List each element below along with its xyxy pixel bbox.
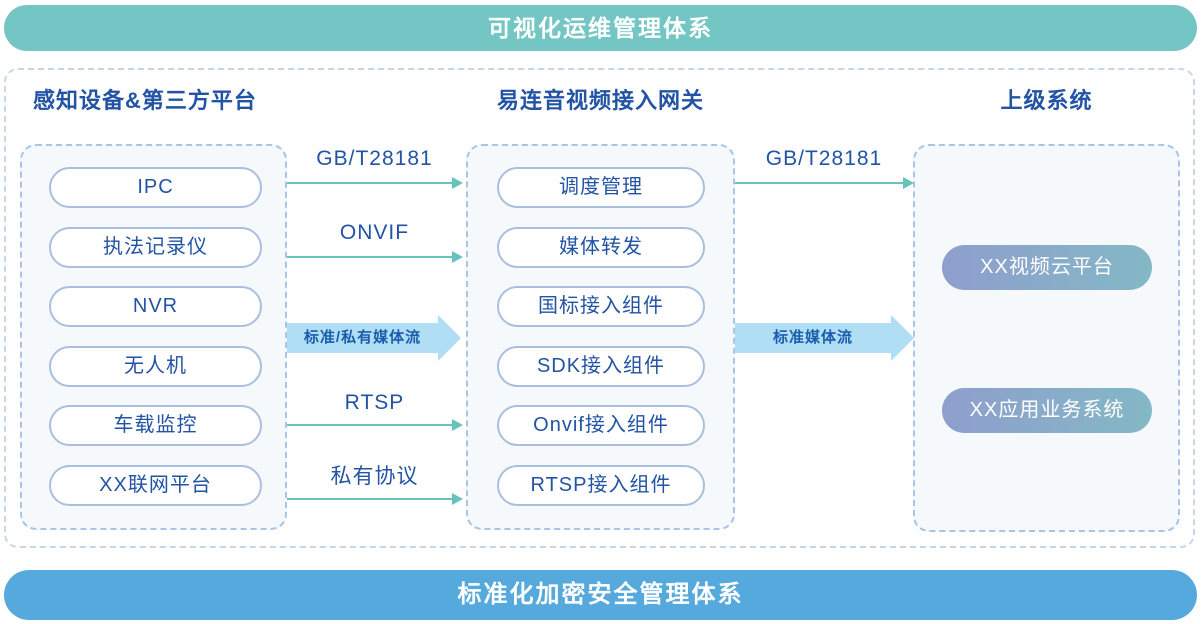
private-protocol-label: 私有协议 xyxy=(330,465,419,488)
gbt28181-right-arrow xyxy=(735,182,903,184)
node-dispatch-management: 调度管理 xyxy=(497,167,705,208)
devices-column-title: 感知设备&第三方平台 xyxy=(33,88,257,113)
onvif-arrowhead-icon xyxy=(452,251,463,263)
rtsp-arrowhead-icon xyxy=(452,419,463,431)
media-stream-arrow-left: 标准/私有媒体流 xyxy=(287,323,438,353)
rtsp-label: RTSP xyxy=(344,391,405,414)
gbt28181-left-arrow xyxy=(287,182,452,184)
gbt28181-left-label: GB/T28181 xyxy=(316,147,433,170)
gateway-column-title: 易连音视频接入网关 xyxy=(496,88,704,113)
node-drone: 无人机 xyxy=(49,346,262,387)
gbt28181-right-label: GB/T28181 xyxy=(765,147,883,170)
node-sdk-access-component: SDK接入组件 xyxy=(497,346,705,387)
onvif-arrow xyxy=(287,256,452,258)
media-stream-arrowhead-left-icon xyxy=(438,315,461,361)
top-banner: 可视化运维管理体系 xyxy=(4,5,1197,51)
rtsp-arrow xyxy=(287,424,452,426)
node-media-forwarding: 媒体转发 xyxy=(497,227,705,268)
node-xx-network-platform: XX联网平台 xyxy=(49,465,262,506)
node-body-camera: 执法记录仪 xyxy=(49,227,262,268)
onvif-label: ONVIF xyxy=(339,221,410,244)
node-rtsp-access-component: RTSP接入组件 xyxy=(497,465,705,506)
upper-systems-group-box xyxy=(913,144,1180,532)
media-stream-arrow-right: 标准媒体流 xyxy=(735,323,891,353)
node-gb-access-component: 国标接入组件 xyxy=(497,286,705,327)
node-xx-business-system: XX应用业务系统 xyxy=(942,388,1152,433)
node-nvr: NVR xyxy=(49,286,262,327)
node-onvif-access-component: Onvif接入组件 xyxy=(497,405,705,446)
upper-systems-column-title: 上级系统 xyxy=(1000,88,1093,113)
private-protocol-arrow xyxy=(287,498,452,500)
node-xx-video-cloud-platform: XX视频云平台 xyxy=(942,245,1152,290)
media-stream-arrowhead-right-icon xyxy=(891,315,914,361)
node-vehicle-monitor: 车载监控 xyxy=(49,405,262,446)
node-ipc: IPC xyxy=(49,167,262,208)
gbt28181-left-arrowhead-icon xyxy=(452,177,463,189)
private-protocol-arrowhead-icon xyxy=(452,493,463,505)
bottom-banner: 标准化加密安全管理体系 xyxy=(4,570,1197,620)
gbt28181-right-arrowhead-icon xyxy=(903,177,914,189)
